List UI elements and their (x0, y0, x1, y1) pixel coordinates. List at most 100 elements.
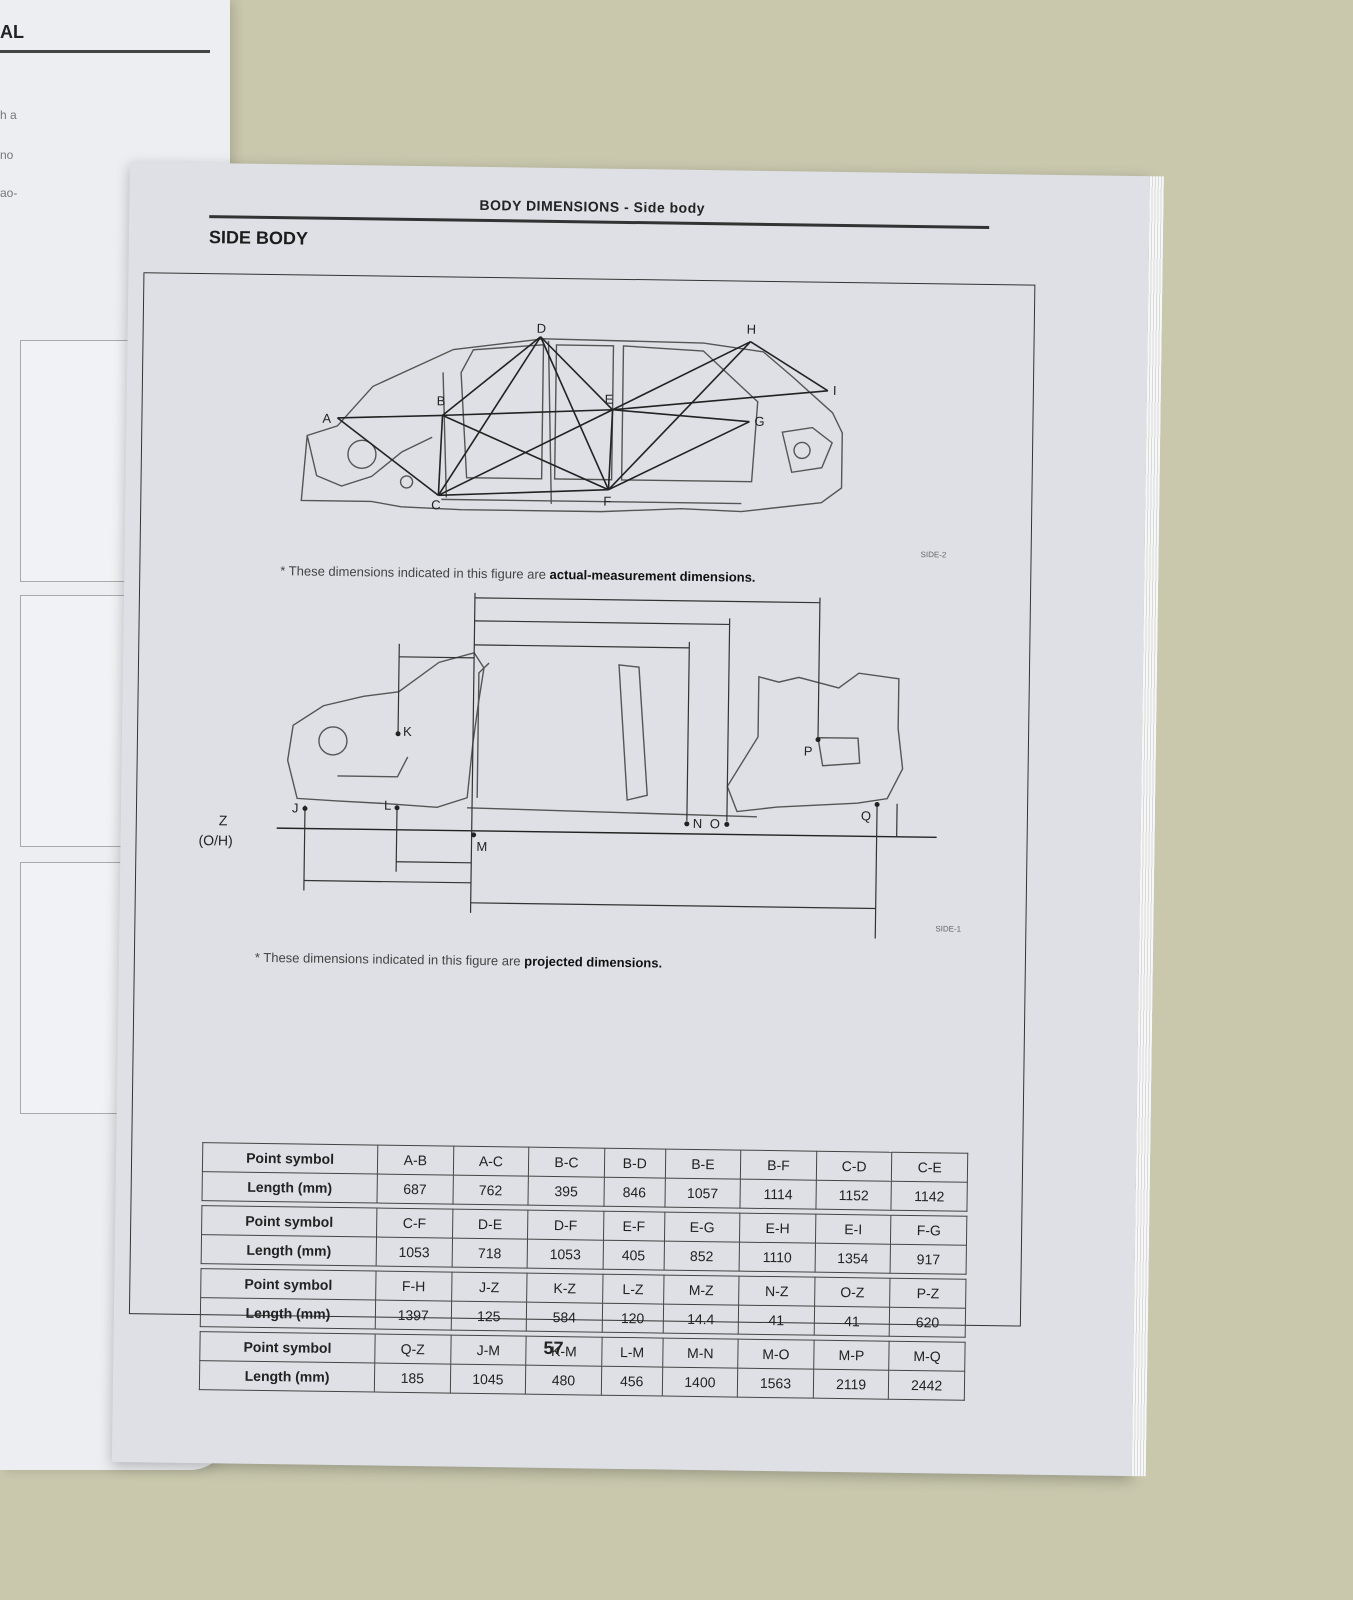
row-header: Point symbol (202, 1142, 378, 1175)
table-cell: 456 (601, 1366, 663, 1397)
table-cell: N-Z (738, 1276, 815, 1307)
point-label-e: E (605, 392, 614, 407)
table-cell: 1110 (739, 1242, 816, 1273)
point-label-k: K (403, 724, 412, 739)
table-cell: E-H (739, 1213, 816, 1244)
table-cell: B-E (664, 1149, 741, 1180)
table-cell: B-F (740, 1150, 817, 1181)
point-label-b: B (437, 393, 446, 408)
table-cell: C-E (891, 1152, 968, 1183)
page-number: 57 (543, 1337, 564, 1359)
row-header: Length (mm) (201, 1234, 377, 1267)
table-cell: 846 (603, 1177, 665, 1208)
section-title: SIDE BODY (208, 227, 309, 249)
table-cell: 1053 (376, 1237, 453, 1268)
table-cell: B-C (528, 1147, 605, 1178)
right-page: BODY DIMENSIONS - Side body SIDE BODY (111, 162, 1164, 1477)
point-label-g: G (754, 414, 764, 429)
table-cell: 1057 (664, 1178, 741, 1209)
point-label-n: N (693, 816, 703, 831)
table-cell: 1152 (815, 1180, 892, 1211)
table-cell: F-H (375, 1271, 452, 1302)
table-cell: 14.4 (662, 1304, 739, 1335)
table-cell: 1053 (527, 1239, 604, 1270)
left-text-fragment: h a (0, 108, 17, 122)
table-cell: 120 (601, 1303, 664, 1334)
table-cell: E-I (815, 1214, 892, 1245)
running-head: BODY DIMENSIONS - Side body (479, 196, 706, 217)
table-cell: 917 (890, 1244, 967, 1275)
table-cell: M-O (737, 1339, 814, 1370)
table-cell: K-Z (526, 1273, 603, 1304)
table-cell: 480 (525, 1365, 602, 1396)
table-cell: C-F (376, 1208, 453, 1239)
z-axis-label: Z (218, 812, 228, 829)
header-rule (209, 215, 990, 230)
point-label-f: F (603, 494, 611, 509)
point-label-i: I (833, 383, 837, 398)
table-cell: 2442 (888, 1370, 965, 1401)
table-cell: P-Z (889, 1278, 966, 1309)
table-cell: J-M (450, 1335, 527, 1366)
figure-code: SIDE-2 (920, 550, 947, 560)
table-cell: 762 (452, 1175, 529, 1206)
point-label-h: H (747, 322, 757, 337)
figure-code: SIDE-1 (935, 924, 962, 934)
point-label-l: L (384, 798, 391, 813)
row-header: Point symbol (201, 1205, 377, 1238)
dimension-table: Point symbol A-B A-C B-C B-D B-E B-F C-D… (199, 1142, 968, 1401)
table-cell: 852 (663, 1241, 740, 1272)
point-label-j: J (292, 800, 299, 815)
table-cell: 687 (376, 1174, 453, 1205)
table-cell: 395 (528, 1176, 605, 1207)
table-cell: 185 (374, 1363, 451, 1394)
table-cell: O-Z (814, 1277, 891, 1308)
table-cell: 1045 (449, 1364, 526, 1395)
content-frame: A B C D E F G H I SIDE-2 * These dimensi… (128, 272, 1036, 1401)
point-label-q: Q (861, 808, 871, 823)
table-cell: Q-Z (374, 1334, 451, 1365)
row-header: Length (mm) (202, 1171, 378, 1204)
table-cell: 1354 (814, 1243, 891, 1274)
point-label-c: C (431, 497, 441, 512)
table-cell: M-Z (663, 1275, 740, 1306)
point-label-a: A (322, 411, 331, 426)
point-label-o: O (710, 816, 720, 831)
table-cell: 620 (889, 1307, 966, 1338)
table-cell: 2119 (813, 1369, 890, 1400)
table-cell: 1142 (891, 1181, 968, 1212)
oh-axis-label: (O/H) (198, 832, 233, 849)
table-cell: 41 (813, 1306, 890, 1337)
table-cell: 1397 (375, 1300, 452, 1331)
side-body-projected-figure: J K L M N O P Q (276, 592, 937, 939)
table-cell: 718 (451, 1238, 528, 1269)
table-cell: 1114 (740, 1179, 817, 1210)
table-cell: M-Q (889, 1341, 966, 1372)
table-cell: A-C (452, 1146, 529, 1177)
row-header: Length (mm) (200, 1297, 376, 1330)
table-cell: 1563 (737, 1368, 814, 1399)
table-cell: L-M (601, 1337, 663, 1368)
table-cell: A-B (377, 1145, 454, 1176)
row-header: Point symbol (199, 1331, 376, 1364)
left-page-header: AL (0, 22, 24, 42)
table-cell: F-G (890, 1215, 967, 1246)
table-cell: K-M (525, 1336, 602, 1367)
table-cell: L-Z (602, 1274, 664, 1305)
table-cell: 405 (602, 1240, 665, 1271)
page-stack-edge (1131, 176, 1164, 1477)
table-cell: 584 (526, 1302, 603, 1333)
table-cell: 125 (450, 1301, 527, 1332)
table-cell: D-E (452, 1209, 529, 1240)
table-cell: B-D (604, 1148, 666, 1179)
table-cell: E-G (664, 1212, 741, 1243)
row-header: Length (mm) (199, 1360, 375, 1393)
table-cell: 41 (738, 1305, 815, 1336)
side-body-measurement-figure: A B C D E F G H I (300, 321, 843, 512)
point-label-m: M (476, 839, 487, 854)
left-page-rule (0, 50, 210, 53)
left-text-fragment: no (0, 148, 14, 162)
left-text-fragment: ao- (0, 186, 18, 200)
row-header: Point symbol (200, 1268, 377, 1301)
table-cell: M-P (813, 1340, 890, 1371)
